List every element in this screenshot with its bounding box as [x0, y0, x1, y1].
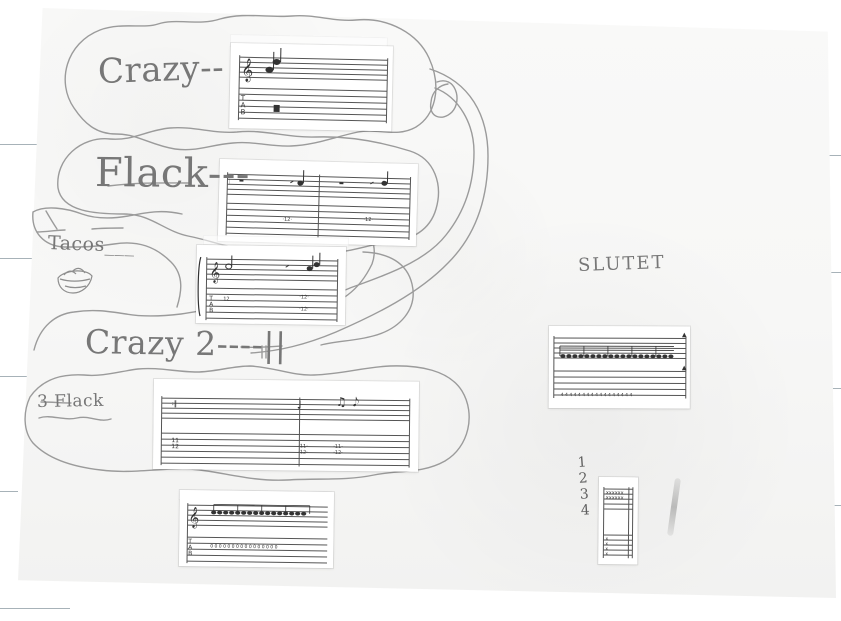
number-item: 3: [579, 486, 589, 503]
svg-text:B: B: [240, 108, 245, 116]
svg-text:·12·: ·12·: [298, 450, 308, 456]
flack-label: Flack---: [95, 150, 250, 197]
number-item: 4: [580, 502, 590, 519]
food-bowl-icon: [56, 264, 94, 290]
paper-sheet: [18, 8, 836, 598]
svg-text:12: 12: [223, 296, 229, 302]
music-strip-3flack: 𝄇 ♩ ♫ 𝅘𝅥𝅮 11 12 ·11· ·12· ·11· ·12·: [153, 379, 419, 472]
svg-text:·12·: ·12·: [363, 217, 373, 223]
crazy-2-label: Crazy 2----||: [85, 322, 287, 365]
music-strip-slutet: ▲ ▲ 4 4 4 4 4 4 4 4 4 4 4 4 4 4 4 4 4: [549, 326, 690, 408]
tacos-label: Tacos___: [48, 232, 136, 257]
svg-text:·12·: ·12·: [299, 306, 309, 312]
svg-text:B: B: [209, 307, 213, 314]
background-rule-line: [0, 608, 70, 609]
svg-text:0 0 0 0 0 0 0 0 0 0 0 0 0 0 0: 0 0 0 0 0 0 0 0 0 0 0 0 0 0 0 0: [210, 543, 277, 550]
number-item: 1: [577, 454, 587, 471]
music-strip-crazy: 𝄞 T A B: [229, 43, 393, 131]
svg-text:♩: ♩: [297, 398, 302, 411]
three-flack-label: 3 Flack: [37, 391, 104, 412]
svg-text:▲: ▲: [682, 331, 687, 338]
background-rule-line: [0, 376, 28, 377]
svg-text:𝄇: 𝄇: [172, 400, 177, 410]
slutet-label: SLUTET: [578, 252, 666, 276]
crazy-label: Crazy--: [97, 48, 224, 92]
svg-text:·12·: ·12·: [282, 217, 292, 223]
svg-text:𝄞: 𝄞: [209, 262, 220, 283]
svg-text:·12·: ·12·: [299, 294, 309, 300]
music-strip-tacos: 𝄞 T A B 12 ·12· ·12·: [196, 245, 346, 325]
svg-text:4 4 4 4 4 4 4 4 4 4 4 4 4 4 4: 4 4 4 4 4 4 4 4 4 4 4 4 4 4 4 4 4: [561, 392, 633, 398]
svg-text:♫: ♫: [336, 395, 347, 409]
svg-text:▲: ▲: [682, 364, 687, 371]
music-strip-bottom: 𝄞 T A B: [179, 490, 334, 568]
number-item: 2: [578, 470, 588, 487]
svg-text:B: B: [188, 550, 192, 557]
svg-text:12: 12: [171, 443, 179, 450]
svg-text:xxxxxx: xxxxxx: [606, 495, 624, 501]
svg-text:𝅘𝅥𝅮: 𝅘𝅥𝅮: [353, 395, 359, 409]
svg-text:·12·: ·12·: [333, 450, 343, 456]
svg-text:𝄞: 𝄞: [241, 57, 253, 82]
background-rule-line: [0, 491, 18, 492]
svg-text:𝄞: 𝄞: [188, 507, 199, 528]
music-strip-small-right: xxxxxx xxxxxx x x x x: [598, 477, 638, 564]
svg-text:x: x: [605, 552, 608, 557]
